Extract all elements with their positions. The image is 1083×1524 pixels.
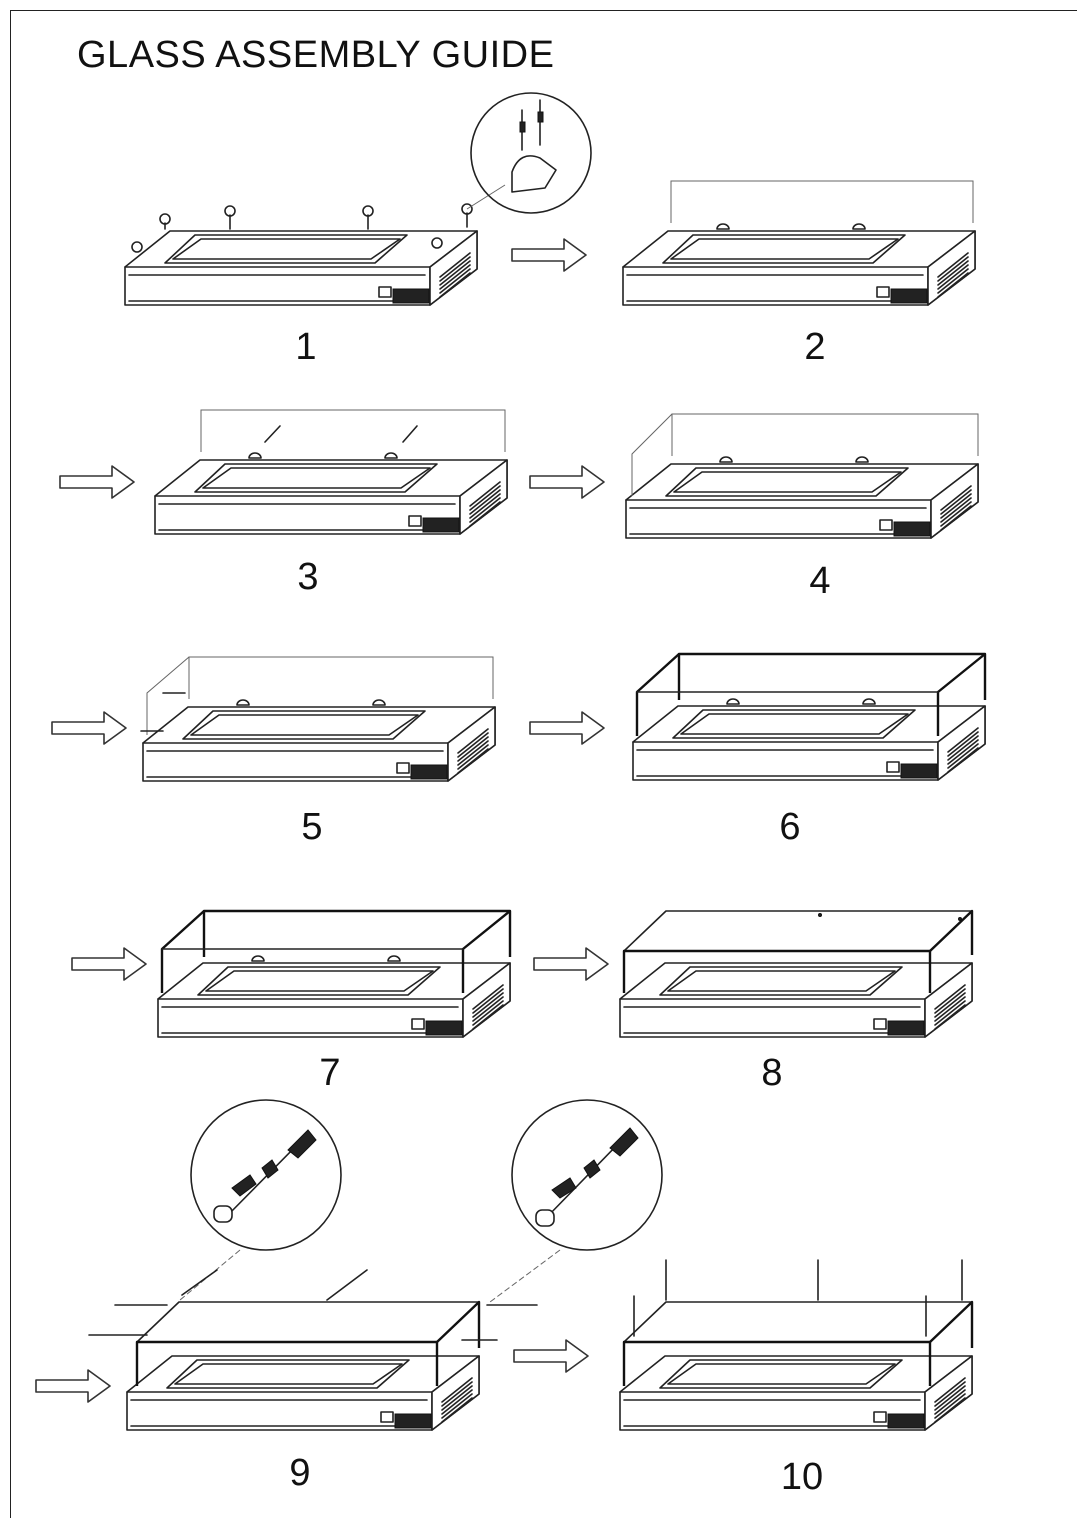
step-3-illustration xyxy=(154,409,508,535)
step-9-detail-circle-left xyxy=(190,1099,342,1251)
step-label-10: 10 xyxy=(780,1456,824,1498)
step-label-5: 5 xyxy=(301,806,323,848)
step-9-detail-circle-right xyxy=(511,1099,663,1251)
arrow-into-step-7 xyxy=(71,947,147,981)
step-8-illustration xyxy=(619,909,974,1038)
step-label-9: 9 xyxy=(289,1452,311,1494)
step-1-detail-circle xyxy=(470,92,592,214)
step-label-2: 2 xyxy=(804,326,826,368)
arrow-step-7-to-8 xyxy=(533,947,609,981)
arrow-step-1-to-2 xyxy=(511,238,587,272)
step-2-illustration xyxy=(622,180,976,306)
step-6-illustration xyxy=(632,652,987,781)
step-1-illustration xyxy=(124,184,506,306)
step-5-illustration xyxy=(140,656,496,782)
step-label-7: 7 xyxy=(319,1052,341,1094)
arrow-into-step-3 xyxy=(59,465,135,499)
arrow-into-step-5 xyxy=(51,711,127,745)
step-4-illustration xyxy=(625,413,979,539)
arrow-step-9-to-10 xyxy=(513,1339,589,1373)
step-label-6: 6 xyxy=(779,806,801,848)
step-label-1: 1 xyxy=(295,326,317,368)
step-9-illustration xyxy=(88,1269,538,1431)
arrow-into-step-9 xyxy=(35,1369,111,1403)
step-label-3: 3 xyxy=(297,556,319,598)
arrow-step-3-to-4 xyxy=(529,465,605,499)
step-label-8: 8 xyxy=(761,1052,783,1094)
guide-title: GLASS ASSEMBLY GUIDE xyxy=(77,34,555,76)
page-frame xyxy=(10,10,1077,1518)
step-10-illustration xyxy=(619,1259,974,1431)
arrow-step-5-to-6 xyxy=(529,711,605,745)
step-7-illustration xyxy=(157,909,512,1038)
step-label-4: 4 xyxy=(809,560,831,602)
